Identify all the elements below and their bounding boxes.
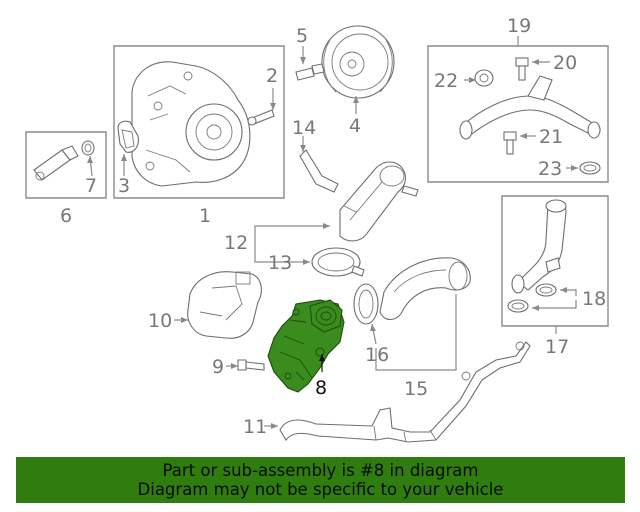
callout-19: 19 bbox=[507, 15, 531, 37]
highlighted-part-8 bbox=[267, 299, 345, 393]
o-ring-part-7 bbox=[81, 140, 95, 156]
callout-22: 22 bbox=[434, 70, 458, 92]
bolt-part-5 bbox=[295, 63, 325, 81]
callout-13: 13 bbox=[268, 252, 292, 274]
clip-part-22 bbox=[474, 69, 494, 87]
gasket-part-3 bbox=[117, 120, 139, 153]
housing-part-12 bbox=[339, 161, 419, 242]
pulley-part-4 bbox=[321, 25, 395, 99]
banner-line-2: Diagram may not be specific to your vehi… bbox=[137, 480, 504, 499]
callout-11: 11 bbox=[243, 416, 267, 438]
callout-3: 3 bbox=[118, 175, 130, 197]
info-banner: Part or sub-assembly is #8 in diagram Di… bbox=[16, 457, 625, 503]
callout-1: 1 bbox=[199, 205, 211, 227]
callout-12: 12 bbox=[224, 232, 248, 254]
bolt-part-21 bbox=[503, 131, 517, 155]
sensor-part-6 bbox=[33, 145, 79, 181]
clamp-part-13 bbox=[311, 247, 365, 277]
parts-diagram: 1 2 3 4 5 6 7 8 9 10 11 12 13 14 15 16 1… bbox=[25, 15, 609, 443]
bracket-part-10 bbox=[187, 271, 262, 339]
callout-18: 18 bbox=[582, 288, 606, 310]
callout-14: 14 bbox=[292, 117, 316, 139]
callout-20: 20 bbox=[553, 52, 577, 74]
callout-10: 10 bbox=[148, 310, 172, 332]
callout-23: 23 bbox=[538, 158, 562, 180]
pipe-box-19 bbox=[427, 36, 609, 183]
banner-line-1: Part or sub-assembly is #8 in diagram bbox=[162, 461, 479, 480]
pipe-box-17 bbox=[501, 195, 609, 334]
seal-part-23 bbox=[579, 161, 601, 175]
clamp-part-16 bbox=[353, 283, 379, 325]
seal-part-18b bbox=[507, 299, 529, 313]
callout-5: 5 bbox=[296, 25, 308, 47]
callout-6: 6 bbox=[60, 205, 72, 227]
callout-7: 7 bbox=[85, 175, 97, 197]
pipe-part-19 bbox=[459, 75, 601, 140]
callout-8: 8 bbox=[315, 377, 327, 399]
bolt-part-20 bbox=[515, 57, 529, 81]
water-pump-box bbox=[113, 45, 285, 199]
bolt-part-9 bbox=[237, 359, 265, 371]
hose-part-14 bbox=[299, 136, 339, 193]
seal-part-18a bbox=[535, 283, 557, 297]
water-pump-housing bbox=[131, 61, 251, 187]
pipe-part-17 bbox=[511, 199, 567, 294]
hose-part-15 bbox=[379, 257, 471, 321]
callout-9: 9 bbox=[212, 356, 224, 378]
callout-4: 4 bbox=[349, 115, 361, 137]
callout-21: 21 bbox=[539, 126, 563, 148]
callout-15: 15 bbox=[404, 378, 428, 400]
pipe-part-11 bbox=[279, 341, 531, 443]
sensor-box bbox=[25, 131, 107, 199]
callout-2: 2 bbox=[266, 65, 278, 87]
bolt-part-2 bbox=[247, 109, 275, 126]
callout-17: 17 bbox=[545, 336, 569, 358]
callout-16: 16 bbox=[365, 344, 389, 366]
